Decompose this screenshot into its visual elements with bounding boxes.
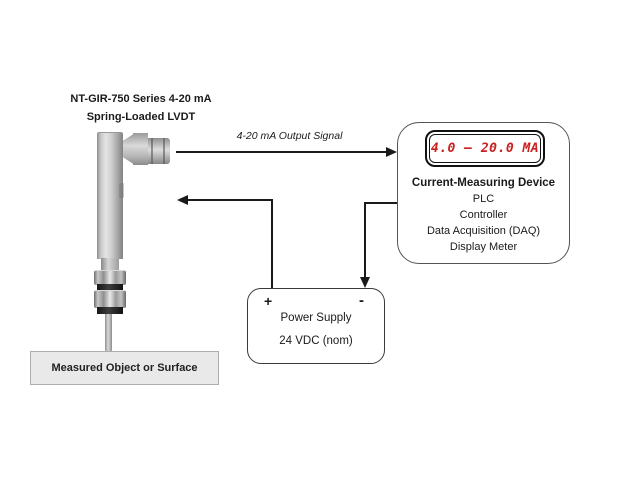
arrow-right-icon xyxy=(386,147,397,157)
sensor-title-line2: Spring-Loaded LVDT xyxy=(86,111,196,123)
digital-display: 4.0 – 20.0 MA xyxy=(425,130,545,167)
lvdt-body-seam xyxy=(119,183,124,198)
device-return-wire-horizontal xyxy=(364,202,397,204)
sensor-title: NT-GIR-750 Series 4-20 mA Spring-Loaded … xyxy=(30,90,252,126)
connector-ridge xyxy=(151,138,153,164)
lvdt-elbow xyxy=(133,133,148,165)
minus-terminal-label: - xyxy=(359,292,364,309)
device-item-daq: Data Acquisition (DAQ) xyxy=(426,225,541,237)
arrow-down-icon xyxy=(360,277,370,288)
power-supply-voltage: 24 VDC (nom) xyxy=(279,335,353,347)
power-supply-box: + - Power Supply 24 VDC (nom) xyxy=(247,288,385,364)
output-signal-line xyxy=(176,151,387,153)
supply-plus-wire-vertical xyxy=(271,199,273,288)
measured-object-box: Measured Object or Surface xyxy=(30,351,219,385)
lvdt-connector xyxy=(148,138,170,164)
output-signal-label: 4-20 mA Output Signal xyxy=(236,130,343,142)
measured-object-label: Measured Object or Surface xyxy=(51,362,198,374)
lvdt-collar xyxy=(101,258,119,271)
sensor-title-line1: NT-GIR-750 Series 4-20 mA xyxy=(70,93,212,105)
supply-plus-wire-horizontal xyxy=(186,199,273,201)
device-title: Current-Measuring Device xyxy=(411,177,556,189)
lvdt-thread-ring-lower xyxy=(97,307,123,314)
lvdt-thread-ring-upper xyxy=(97,284,123,290)
device-item-display-meter: Display Meter xyxy=(449,241,518,253)
device-item-plc: PLC xyxy=(472,193,495,205)
lvdt-body-tube xyxy=(97,132,123,259)
lvdt-probe-tip xyxy=(105,314,112,353)
power-supply-label: Power Supply xyxy=(280,312,352,324)
display-readout: 4.0 – 20.0 MA xyxy=(430,141,540,156)
device-text-block: Current-Measuring Device PLC Controller … xyxy=(398,175,569,255)
device-item-controller: Controller xyxy=(459,209,508,221)
connector-ridge xyxy=(163,138,165,164)
lvdt-hex-nut-lower xyxy=(94,290,126,308)
plus-terminal-label: + xyxy=(264,293,273,309)
arrow-left-icon xyxy=(177,195,188,205)
digital-display-screen: 4.0 – 20.0 MA xyxy=(429,134,541,163)
current-measuring-device-box: 4.0 – 20.0 MA Current-Measuring Device P… xyxy=(397,122,570,264)
lvdt-hex-nut-upper xyxy=(94,270,126,285)
device-return-wire-vertical xyxy=(364,202,366,278)
